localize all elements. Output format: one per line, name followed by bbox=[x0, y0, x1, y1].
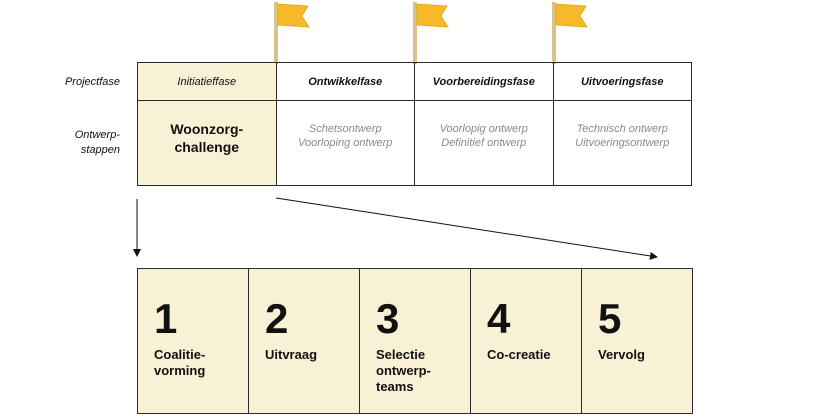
step-label: Selectie ontwerp- teams bbox=[376, 347, 431, 394]
step-co-creatie: 4 Co-creatie bbox=[471, 269, 582, 413]
phase-column-ontwikkelfase: Ontwikkelfase Schetsontwerp Voorloping o… bbox=[276, 63, 415, 185]
step-number: 1 bbox=[154, 295, 178, 342]
phase-title: Voorbereidingsfase bbox=[415, 63, 553, 101]
row-label-ontwerpstappen-line1: Ontwerp- bbox=[74, 129, 120, 141]
phase-table: Initiatieffase Woonzorg- challenge Ontwi… bbox=[137, 62, 692, 186]
step-number: 3 bbox=[376, 295, 400, 342]
arrow-icon bbox=[275, 197, 658, 260]
phase-design-steps: Technisch ontwerp Uitvoeringsontwerp bbox=[554, 101, 692, 185]
step-vervolg: 5 Vervolg bbox=[582, 269, 692, 413]
phase-column-voorbereidingsfase: Voorbereidingsfase Voorlopig ontwerp Def… bbox=[415, 63, 554, 185]
row-label-projectfase-text: Projectfase bbox=[64, 76, 120, 88]
step-number: 5 bbox=[598, 295, 622, 342]
row-label-ontwerpstappen-line2: stappen bbox=[80, 144, 120, 156]
phase-title: Ontwikkelfase bbox=[276, 63, 414, 101]
phase-design-steps: Woonzorg- challenge bbox=[138, 101, 276, 185]
phase-design-step: Technisch ontwerp bbox=[576, 123, 668, 135]
phase-design-steps: Schetsontwerp Voorloping ontwerp bbox=[277, 101, 415, 185]
challenge-steps: 1 Coalitie- vorming 2 Uitvraag 3 Selecti… bbox=[137, 268, 693, 414]
flag-icon bbox=[413, 2, 449, 64]
phase-design-step: Woonzorg- bbox=[170, 121, 244, 137]
step-number: 2 bbox=[265, 295, 289, 342]
phase-design-steps: Voorlopig ontwerp Definitief ontwerp bbox=[415, 101, 553, 185]
step-label: Vervolg bbox=[598, 347, 645, 362]
row-label-projectfase: Projectfase bbox=[20, 75, 120, 90]
step-coalitievorming: 1 Coalitie- vorming bbox=[138, 269, 249, 413]
phase-design-step: challenge bbox=[174, 139, 240, 155]
flag-icon bbox=[274, 2, 310, 64]
phase-title: Initiatieffase bbox=[138, 63, 276, 101]
phase-design-step: Uitvoeringsontwerp bbox=[575, 137, 670, 149]
phase-design-step: Voorlopig ontwerp bbox=[439, 123, 528, 135]
phase-design-step: Voorloping ontwerp bbox=[298, 137, 393, 149]
step-selectie-ontwerpteams: 3 Selectie ontwerp- teams bbox=[360, 269, 471, 413]
flag-icon bbox=[552, 2, 588, 64]
step-label: Coalitie- vorming bbox=[154, 347, 206, 378]
step-uitvraag: 2 Uitvraag bbox=[249, 269, 360, 413]
phase-title: Uitvoeringsfase bbox=[553, 63, 691, 101]
step-number: 4 bbox=[487, 295, 511, 342]
step-label: Uitvraag bbox=[265, 347, 318, 362]
phase-design-step: Definitief ontwerp bbox=[441, 137, 527, 149]
step-label: Co-creatie bbox=[487, 347, 551, 362]
phase-column-uitvoeringsfase: Uitvoeringsfase Technisch ontwerp Uitvoe… bbox=[553, 63, 692, 185]
row-label-ontwerpstappen: Ontwerp- stappen bbox=[20, 128, 120, 158]
phase-column-initiatieffase: Initiatieffase Woonzorg- challenge bbox=[138, 63, 277, 185]
phase-design-step: Schetsontwerp bbox=[308, 123, 382, 135]
